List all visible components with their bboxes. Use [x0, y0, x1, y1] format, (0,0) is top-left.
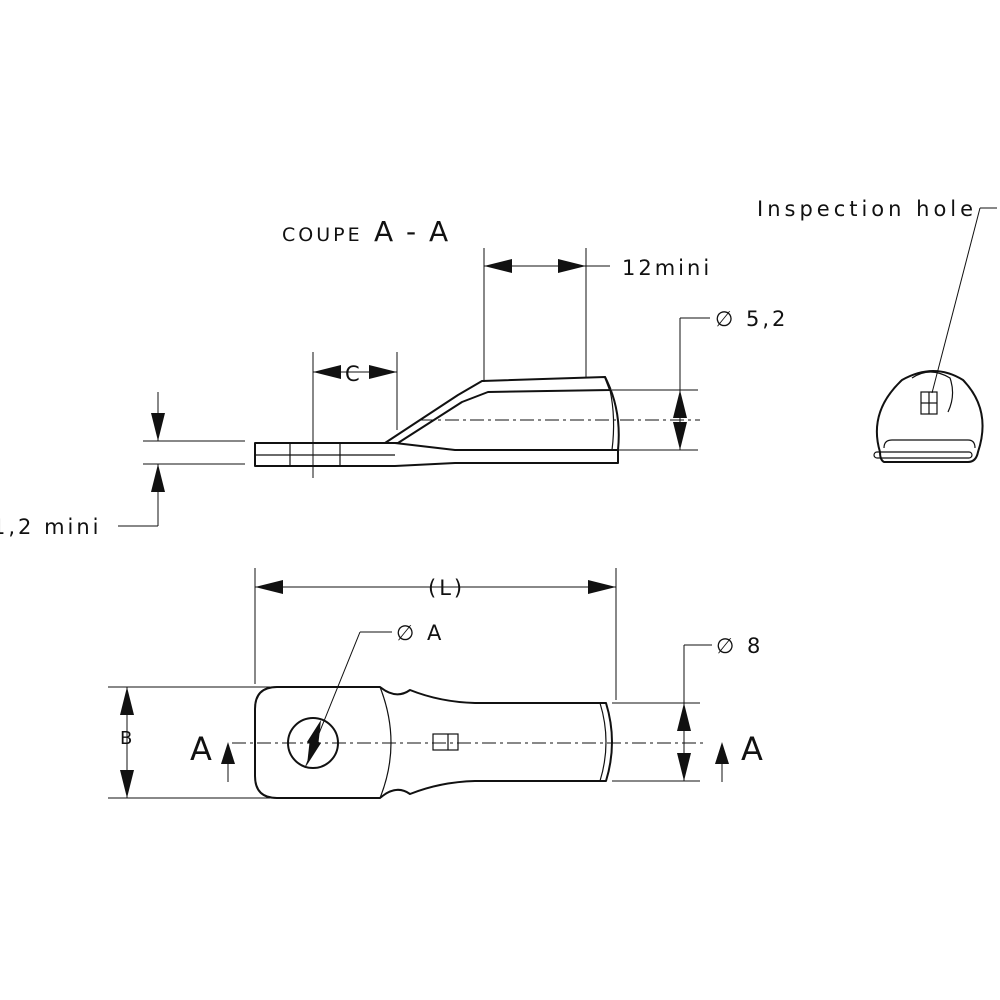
inspection-hole-label: Inspection hole [757, 197, 977, 221]
dim-12mini: 12mini [622, 256, 712, 280]
end-view [873, 207, 997, 463]
end-view-outline [875, 370, 984, 463]
dim-b: B [120, 728, 135, 749]
dim-c: C [345, 362, 363, 386]
section-view [118, 248, 710, 527]
dim-1-2-mini: 1,2 mini [0, 515, 102, 539]
section-mouth-inner [609, 389, 615, 451]
dim-dia-a: ∅ A [396, 621, 444, 645]
section-lower-wall [254, 442, 619, 467]
plan-inspection-hole [432, 733, 459, 751]
section-mouth [604, 376, 620, 451]
end-view-slot [873, 451, 973, 459]
section-title-suffix: A - A [374, 215, 450, 248]
dim-dia-5-2: ∅ 5,2 [715, 307, 788, 331]
section-mark-left: A [190, 730, 214, 768]
dim-l: (L) [428, 576, 465, 600]
section-upper-wall [384, 376, 611, 444]
section-title-prefix: COUPE [282, 224, 363, 246]
section-mark-right: A [741, 730, 765, 768]
plan-view [108, 568, 729, 799]
lug-outline [254, 686, 613, 799]
dim-dia-8: ∅ 8 [716, 634, 763, 658]
